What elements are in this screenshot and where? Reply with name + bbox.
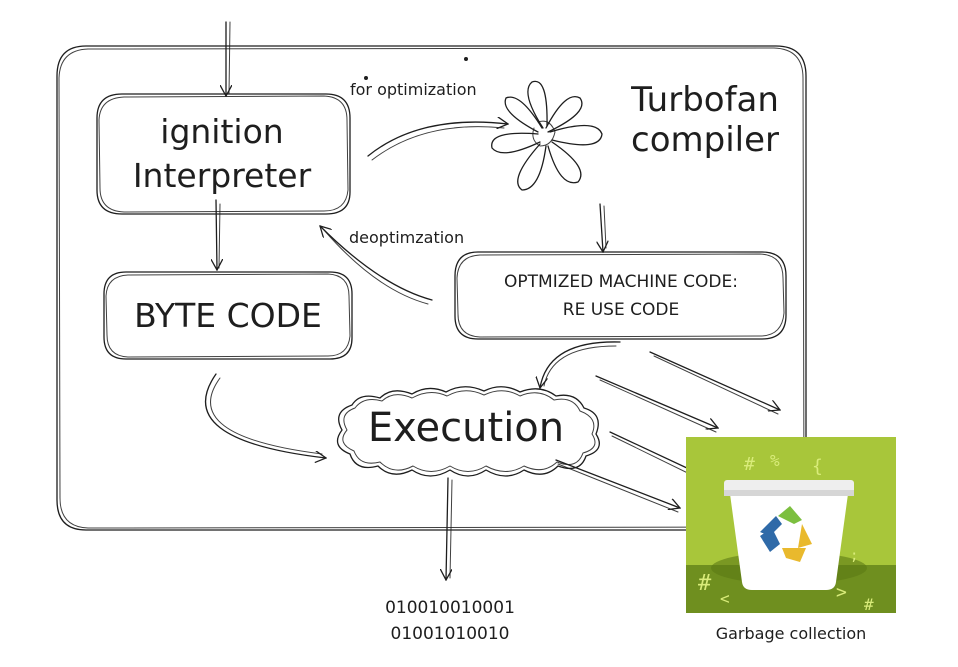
deoptimization-label: deoptimzation <box>349 228 465 247</box>
execution-cloud <box>336 386 600 477</box>
binary-output-line-2: 01001010010 <box>390 624 510 644</box>
bytecode-to-execution-arrow <box>205 373 326 458</box>
svg-text:#: # <box>698 571 712 596</box>
turbofan-flower-icon <box>491 80 603 191</box>
ignition-label: ignition Interpreter <box>132 112 312 195</box>
optimized-label: OPTMIZED MACHINE CODE: RE USE CODE <box>504 272 738 320</box>
ignition-box <box>96 93 351 215</box>
optimized-box <box>454 251 787 340</box>
garbage-collection-label: Garbage collection <box>715 624 867 643</box>
execution-to-output-arrow <box>446 477 448 580</box>
bytecode-label: BYTE CODE <box>134 296 322 335</box>
turbofan-label: Turbofan compiler <box>631 80 779 160</box>
bytecode-box <box>103 271 353 360</box>
for-optimization-arrow <box>367 122 508 157</box>
deoptimization-arrow <box>320 226 433 301</box>
svg-text:#: # <box>864 595 874 614</box>
for-optimization-label: for optimization <box>350 80 477 99</box>
ignition-to-bytecode-arrow <box>216 199 217 270</box>
optimized-to-execution-arrow <box>540 341 621 388</box>
execution-label: Execution <box>367 405 565 451</box>
svg-text:%: % <box>770 451 780 470</box>
dot <box>364 76 368 80</box>
dot <box>464 57 468 61</box>
svg-text:>: > <box>836 582 847 603</box>
svg-text:#: # <box>744 454 755 475</box>
svg-text:{: { <box>812 456 823 477</box>
binary-output-line-1: 010010010001 <box>385 598 515 618</box>
turbofan-to-optimized-arrow <box>600 203 603 252</box>
svg-text:<: < <box>720 589 730 608</box>
garbage-collection-image: # % { # < > # ; <box>686 437 896 614</box>
svg-text:;: ; <box>850 548 858 564</box>
